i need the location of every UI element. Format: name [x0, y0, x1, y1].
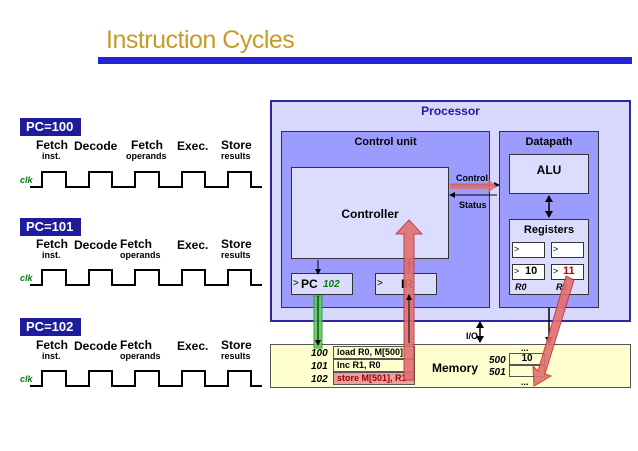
pc-register-label: PC [301, 277, 318, 291]
pc-register-value: 102 [323, 279, 340, 290]
memory-address-501: 501 [489, 367, 506, 378]
pc-label-101: PC=101 [20, 218, 81, 236]
alu-box [509, 154, 589, 194]
memory-ellipsis-bottom: ... [521, 377, 529, 387]
stage-fetch-sub: inst. [42, 151, 61, 161]
clock-edge-icon: > [377, 278, 383, 289]
io-label: I/O [466, 331, 479, 341]
register-cell-empty [512, 242, 545, 258]
stage-exec: Exec. [177, 238, 209, 252]
register-r1-value: 11 [563, 265, 575, 277]
stage-store-label: Store [221, 338, 252, 352]
stage-fetch-operands-sub: operands [120, 351, 161, 361]
memory-ellipsis-top: ... [521, 343, 529, 353]
clk-label: clk [20, 273, 33, 283]
stage-store-label: Store [221, 138, 252, 152]
stage-fetch-operands-label: Fetch [131, 138, 164, 152]
register-cell-empty [551, 242, 584, 258]
stage-fetch-operands-sub: operands [120, 250, 161, 260]
memory-instruction-100: load R0, M[500] [333, 346, 415, 359]
stage-decode: Decode [74, 339, 118, 353]
registers-label: Registers [523, 224, 575, 236]
stage-store-sub: results [221, 151, 251, 161]
memory-instruction-102: store M[501], R1 [333, 372, 415, 385]
status-signal-label: Status [459, 200, 487, 210]
stage-fetch-label: Fetch [36, 237, 69, 251]
clk-label: clk [20, 175, 33, 185]
stage-store-label: Store [221, 237, 252, 251]
stage-fetch-sub: inst. [42, 250, 61, 260]
stage-decode: Decode [74, 139, 118, 153]
clock-edge-icon: > [293, 278, 299, 289]
stage-exec: Exec. [177, 339, 209, 353]
memory-address-101: 101 [311, 361, 328, 372]
stage-store-sub: results [221, 351, 251, 361]
stage-decode: Decode [74, 238, 118, 252]
memory-cell-501 [509, 365, 545, 377]
stage-fetch-label: Fetch [36, 338, 69, 352]
clock-edge-icon: > [553, 244, 559, 254]
pc-label-100: PC=100 [20, 118, 81, 136]
title-underline [98, 57, 632, 64]
stage-exec: Exec. [177, 139, 209, 153]
clock-waveform-1 [30, 171, 262, 188]
memory-cell-500: 10 [509, 353, 545, 365]
pc-register [291, 273, 353, 295]
stage-fetch-sub: inst. [42, 351, 61, 361]
ir-register-label: IR [401, 277, 413, 291]
clock-edge-icon: > [514, 244, 520, 254]
alu-label: ALU [536, 163, 562, 177]
control-signal-label: Control [456, 173, 488, 183]
clock-edge-icon: > [553, 266, 559, 276]
processor-title: Processor [421, 104, 480, 118]
clock-waveform-3 [30, 370, 262, 387]
memory-instruction-101: Inc R1, R0 [333, 359, 415, 372]
stage-fetch-operands-sub: operands [126, 151, 167, 161]
register-r0-value: 10 [525, 265, 538, 277]
clock-edge-icon: > [514, 266, 520, 276]
register-r1-name: R1 [556, 282, 568, 292]
stage-fetch-operands-label: Fetch [120, 338, 153, 352]
controller-label: Controller [341, 207, 399, 221]
clock-waveform-2 [30, 269, 262, 286]
stage-store-sub: results [221, 250, 251, 260]
pc-label-102: PC=102 [20, 318, 81, 336]
datapath-title: Datapath [525, 136, 573, 148]
memory-address-102: 102 [311, 374, 328, 385]
control-unit-title: Control unit [354, 136, 417, 148]
page-title: Instruction Cycles [106, 26, 295, 54]
clk-label: clk [20, 374, 33, 384]
stage-fetch-operands-label: Fetch [120, 237, 153, 251]
memory-address-100: 100 [311, 348, 328, 359]
register-r0-name: R0 [515, 282, 527, 292]
stage-fetch-label: Fetch [36, 138, 69, 152]
memory-label: Memory [432, 361, 479, 375]
memory-address-500: 500 [489, 355, 506, 366]
